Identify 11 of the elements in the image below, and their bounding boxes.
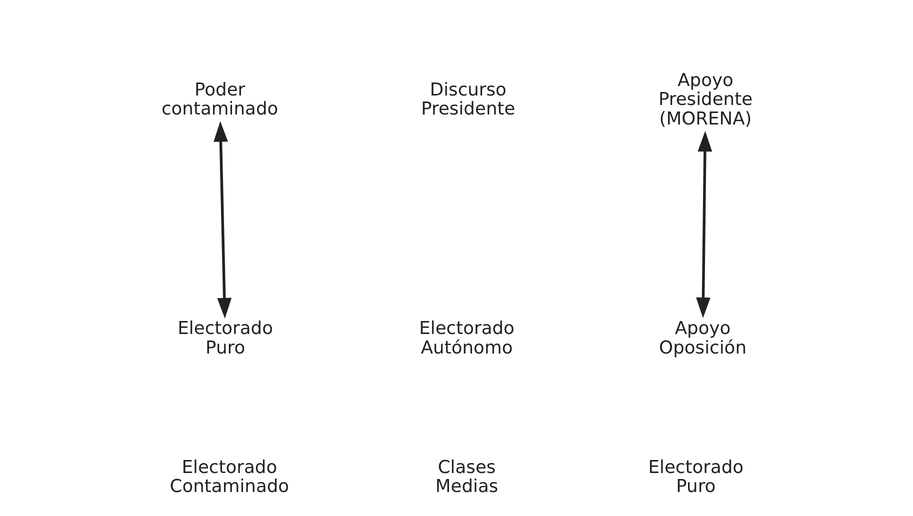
node-text: Apoyo Presidente (MORENA) [658,70,753,130]
label: Clases Medias [435,456,498,498]
node-text: Apoyo Oposición [659,318,747,358]
label: Electorado Autónomo [419,318,514,358]
label: Electorado Puro [648,456,744,498]
arrow [696,130,712,318]
node-text: Poder contaminado [161,80,278,120]
node-text: Electorado Puro [178,318,274,358]
label: Discurso Presidente [421,80,516,120]
arrow [214,121,232,319]
label: Electorado Contaminado [170,456,290,498]
